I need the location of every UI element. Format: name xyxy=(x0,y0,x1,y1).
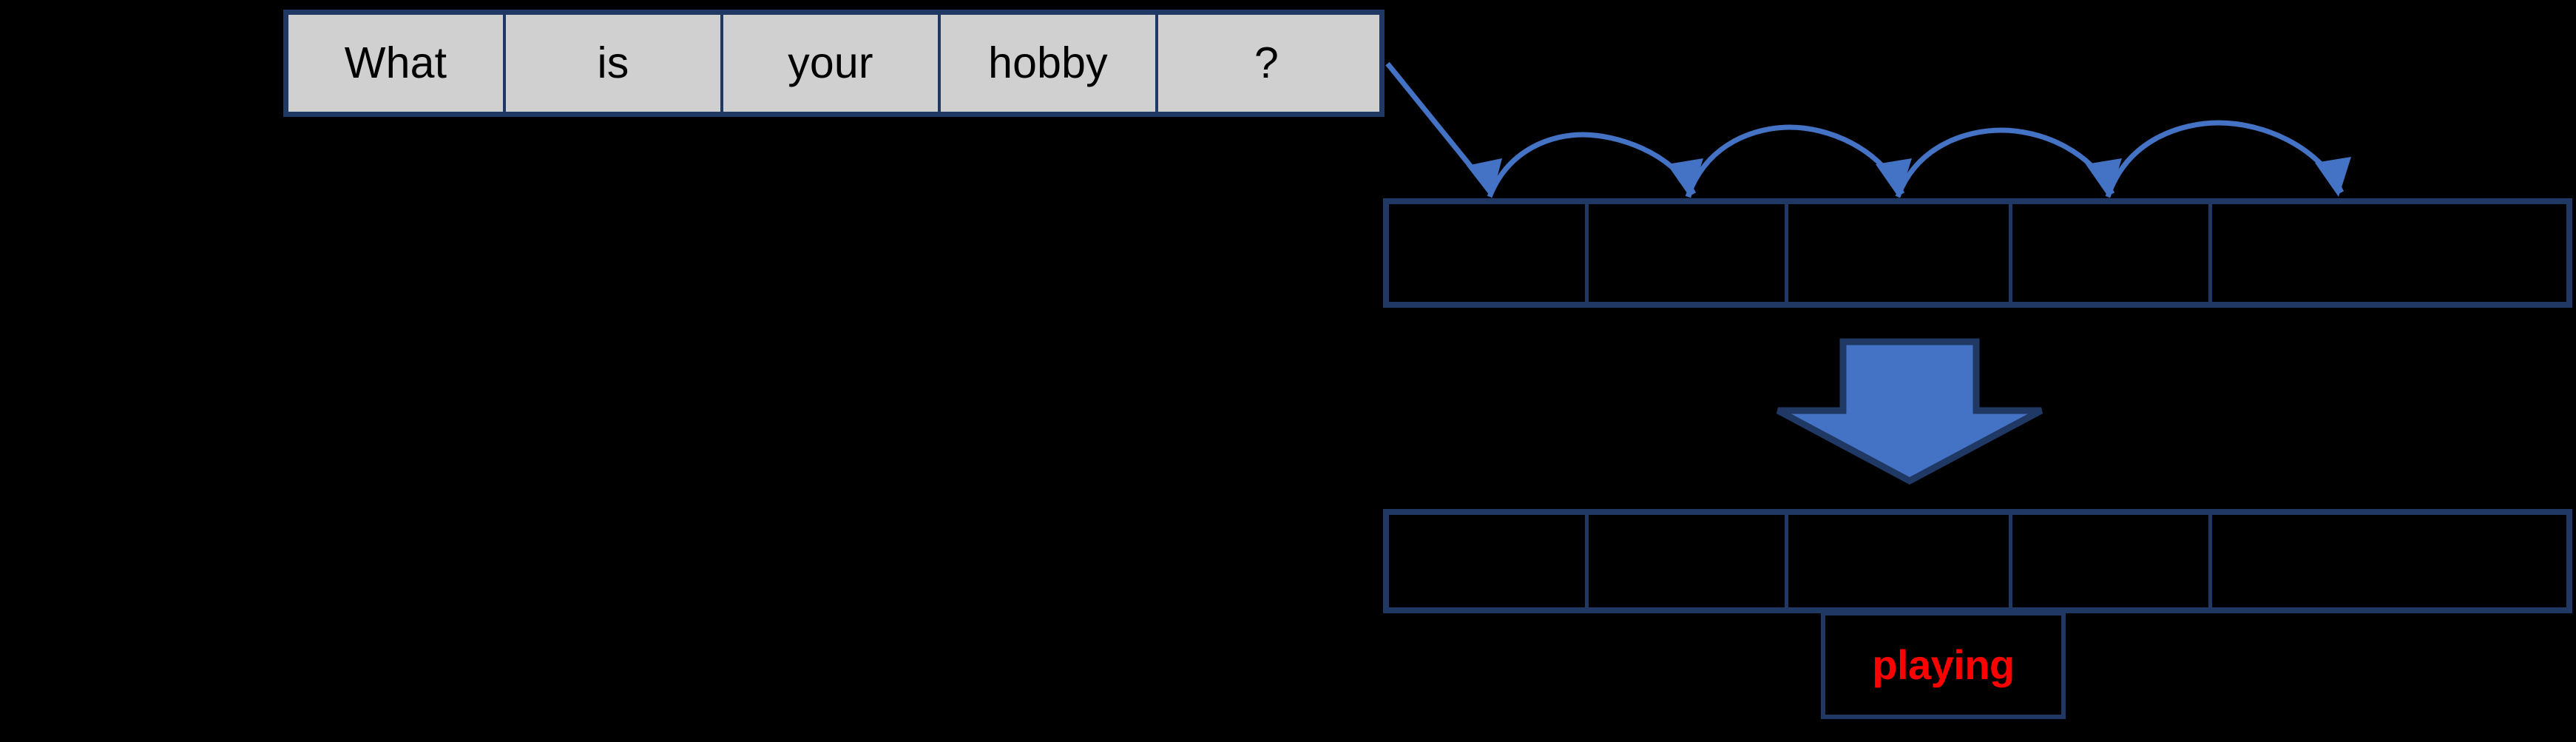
output-token-label: playing xyxy=(1872,641,2015,688)
encoder-cell-4[interactable] xyxy=(2012,204,2212,302)
decoder-state-row xyxy=(1383,509,2572,613)
question-cell-1-label: What xyxy=(344,38,447,87)
curved-arrow-icon xyxy=(1685,124,1912,198)
decoder-cell-1[interactable] xyxy=(1389,515,1589,607)
question-cell-5-label: ? xyxy=(1254,38,1279,87)
question-cell-3[interactable]: your xyxy=(723,15,941,112)
question-cell-4-label: hobby xyxy=(988,38,1108,87)
curved-arrow-icon xyxy=(1487,132,1703,198)
encoder-state-row xyxy=(1383,198,2572,308)
output-token-cell[interactable]: playing xyxy=(1821,611,2066,719)
curved-arrow-icon xyxy=(1895,127,2122,198)
decoder-cell-2[interactable] xyxy=(1589,515,1788,607)
question-cell-2-label: is xyxy=(597,38,629,87)
encoder-cell-5[interactable] xyxy=(2212,204,2566,302)
down-block-arrow-icon xyxy=(1776,338,2043,485)
question-cell-3-label: your xyxy=(788,38,873,87)
decoder-cell-4[interactable] xyxy=(2012,515,2212,607)
curved-arrow-icon xyxy=(2105,120,2351,198)
question-cell-2[interactable]: is xyxy=(506,15,723,112)
question-cell-5[interactable]: ? xyxy=(1158,15,1375,112)
encoder-cell-1[interactable] xyxy=(1389,204,1589,302)
encoder-cell-2[interactable] xyxy=(1589,204,1788,302)
diagonal-arrow-icon xyxy=(1385,61,1502,198)
decoder-cell-5[interactable] xyxy=(2212,515,2566,607)
question-cell-4[interactable]: hobby xyxy=(941,15,1158,112)
question-cell-1[interactable]: What xyxy=(288,15,506,112)
decoder-cell-3[interactable] xyxy=(1788,515,2012,607)
encoder-cell-3[interactable] xyxy=(1788,204,2012,302)
input-token-row: What is your hobby ? xyxy=(283,10,1385,117)
